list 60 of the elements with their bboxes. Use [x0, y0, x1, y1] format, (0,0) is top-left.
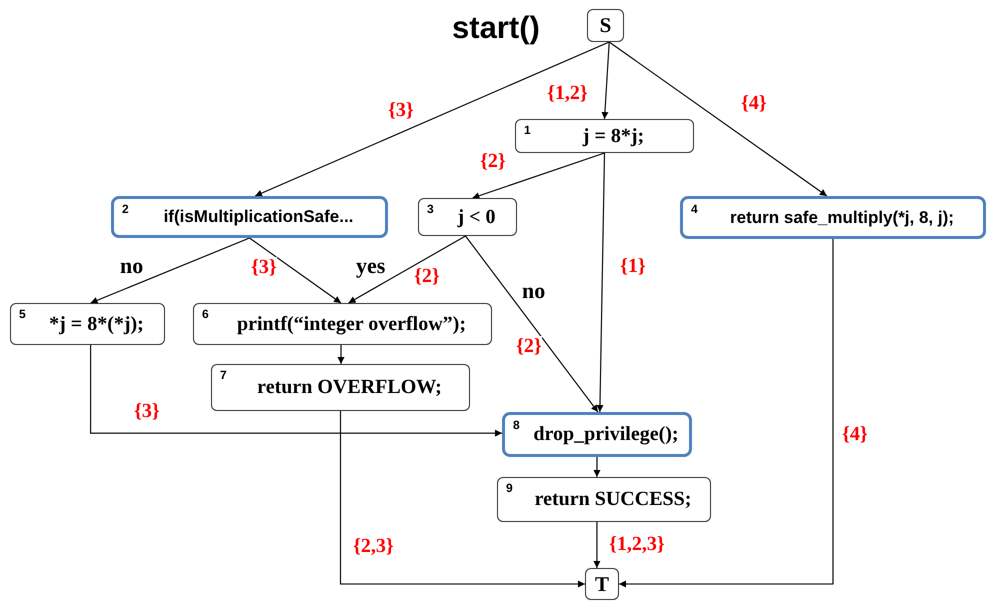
node-number: 8 [513, 418, 520, 432]
branch-label: yes [356, 255, 386, 277]
statement-box [502, 412, 692, 457]
statement-box [10, 303, 165, 345]
arrow [596, 152, 606, 412]
arrow [338, 345, 345, 364]
node-label: S [600, 13, 612, 38]
code-text: j = 8*j; [582, 124, 644, 148]
arrow [340, 411, 585, 588]
arrow [249, 238, 342, 304]
statement-box [680, 196, 986, 239]
statement-box [211, 364, 470, 411]
arrow [254, 42, 610, 196]
statement-box [193, 303, 492, 345]
arrow [593, 457, 600, 477]
code-text: *j = 8*(*j); [48, 312, 144, 336]
code-text: if(isMultiplicationSafe... [162, 207, 354, 227]
statement-box [587, 9, 624, 42]
edge-label: {2} [480, 151, 506, 171]
statement-box [111, 196, 388, 238]
edge-label: {3} [134, 401, 160, 421]
edge-label: {3} [251, 257, 277, 277]
node-label: T [594, 572, 609, 596]
arrow [619, 239, 834, 588]
edge-label: {4} [842, 424, 868, 444]
edge-label: {3} [388, 100, 414, 120]
code-text: return SUCCESS; [534, 488, 692, 511]
arrow [593, 522, 600, 568]
arrow [90, 238, 250, 304]
arrow [348, 236, 466, 304]
title: start() [452, 10, 540, 46]
code-text: printf(“integer overflow”); [236, 312, 466, 336]
code-text: return safe_multiply(*j, 8, j); [729, 208, 954, 228]
statement-box [585, 568, 619, 600]
branch-label: no [522, 280, 546, 302]
node-number: 9 [506, 481, 513, 495]
edge-label: {1,2} [547, 83, 588, 103]
statement-box [497, 477, 711, 522]
code-text: return OVERFLOW; [256, 376, 442, 399]
node-number: 5 [19, 307, 26, 321]
arrow [90, 345, 502, 437]
edge-label: {2} [414, 266, 440, 286]
node-number: 2 [122, 202, 129, 216]
edge-label: {1} [620, 256, 646, 276]
node-number: 3 [427, 202, 434, 216]
node-number: 6 [202, 307, 209, 321]
edge-label: {2} [516, 336, 542, 356]
statement-box [418, 198, 517, 236]
node-number: 4 [691, 202, 698, 216]
edge-label: {1,2,3} [609, 534, 665, 554]
node-number: 7 [220, 368, 227, 382]
code-text: j < 0 [456, 206, 496, 228]
edge-label: {4} [741, 93, 767, 113]
edge-label: {2,3} [353, 536, 394, 556]
arrow [472, 152, 605, 200]
arrow [608, 42, 828, 196]
arrow [465, 236, 598, 412]
statement-box [515, 119, 694, 153]
node-number: 1 [524, 123, 531, 137]
arrow [601, 42, 610, 120]
